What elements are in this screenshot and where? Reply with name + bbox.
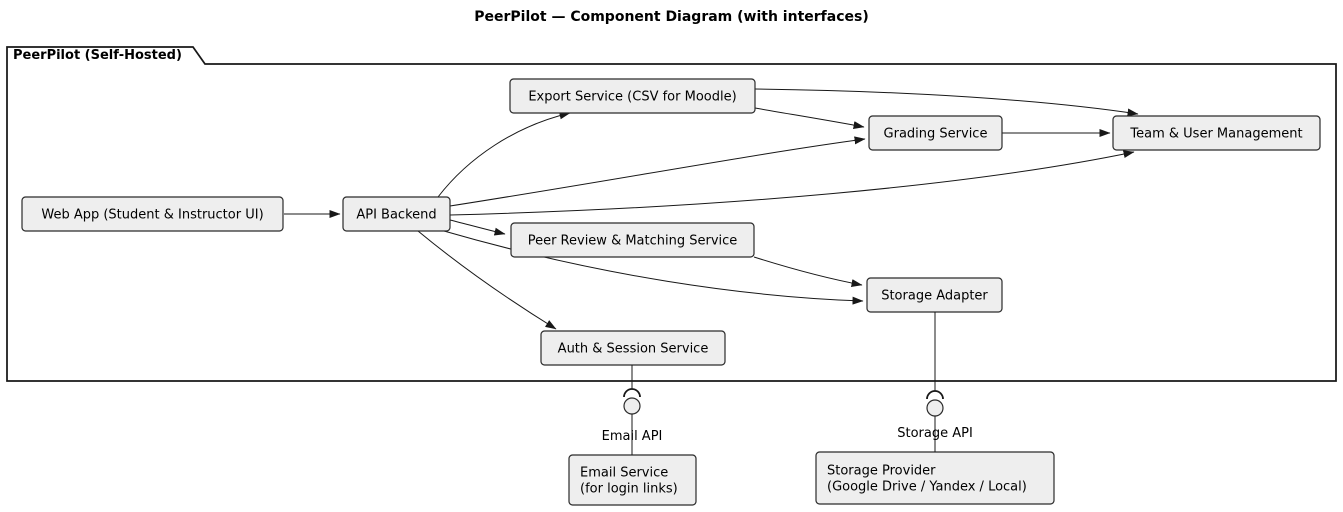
edge-api-backend-to-team-user-management (449, 150, 1135, 216)
node-team-user-management: Team & User Management (1112, 115, 1321, 151)
node-label-storage-provider: Storage Provider (827, 464, 936, 479)
node-storage-provider: Storage Provider(Google Drive / Yandex /… (815, 451, 1055, 505)
interface-email-api: Email API (602, 365, 663, 455)
node-label-email-service: Email Service (580, 466, 668, 481)
ball-interface-icon (926, 399, 944, 417)
edge-export-service-to-grading-service (754, 107, 865, 129)
node-label-team-user-management: Team & User Management (1129, 127, 1302, 142)
edge-export-service-to-team-user-management (754, 88, 1139, 117)
node-box-export-service (509, 78, 756, 114)
ball-interface-icon (623, 397, 641, 415)
package-peerpilot-self-hosted: PeerPilot (Self-Hosted) (6, 46, 1337, 382)
node-peer-review-matching: Peer Review & Matching Service (510, 222, 755, 258)
node-box-api-backend (342, 196, 451, 232)
interface-label: Email API (602, 429, 663, 444)
node-auth-session: Auth & Session Service (540, 330, 726, 366)
node-box-peer-review-matching (510, 222, 755, 258)
node-label-api-backend: API Backend (356, 208, 436, 223)
node-export-service: Export Service (CSV for Moodle) (509, 78, 756, 114)
node-label-storage-adapter: Storage Adapter (881, 289, 988, 304)
node-box-auth-session (540, 330, 726, 366)
package-border (6, 46, 1337, 382)
edge-api-backend-to-grading-service (449, 136, 866, 207)
node-label-web-app: Web App (Student & Instructor UI) (41, 208, 263, 223)
edge-api-backend-to-peer-review-matching (449, 219, 506, 236)
node-storage-adapter: Storage Adapter (866, 277, 1003, 313)
socket-arc-icon (623, 388, 641, 398)
node-label-storage-provider: (Google Drive / Yandex / Local) (827, 480, 1027, 495)
node-label-email-service: (for login links) (580, 482, 678, 497)
node-box-web-app (21, 196, 284, 232)
node-label-auth-session: Auth & Session Service (558, 342, 709, 357)
node-label-grading-service: Grading Service (884, 127, 988, 142)
node-box-team-user-management (1112, 115, 1321, 151)
edge-peer-review-matching-to-storage-adapter (753, 256, 863, 287)
edge-api-backend-to-storage-adapter (443, 230, 864, 305)
diagram-title: PeerPilot — Component Diagram (with inte… (474, 9, 869, 25)
node-label-peer-review-matching: Peer Review & Matching Service (528, 234, 738, 249)
node-label-export-service: Export Service (CSV for Moodle) (528, 90, 736, 105)
node-grading-service: Grading Service (868, 115, 1003, 151)
node-api-backend: API Backend (342, 196, 451, 232)
node-email-service: Email Service(for login links) (568, 454, 697, 506)
node-web-app: Web App (Student & Instructor UI) (21, 196, 284, 232)
edge-api-backend-to-export-service (437, 111, 571, 198)
interface-label: Storage API (897, 426, 973, 441)
edge-api-backend-to-auth-session (417, 230, 557, 330)
node-box-grading-service (868, 115, 1003, 151)
socket-arc-icon (926, 390, 944, 400)
package-label: PeerPilot (Self-Hosted) (13, 48, 182, 63)
interface-storage-api: Storage API (897, 312, 973, 452)
